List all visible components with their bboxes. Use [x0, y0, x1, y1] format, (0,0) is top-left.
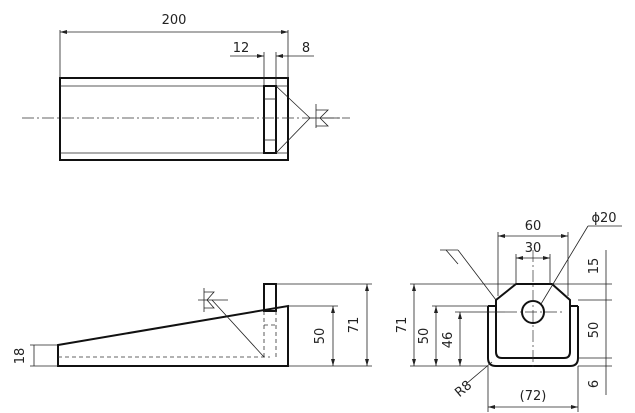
dim-r8: R8 [452, 378, 475, 401]
arrowhead [516, 256, 550, 260]
hole-leader [540, 225, 589, 305]
dim-200: 200 [162, 13, 187, 28]
top-view-outline [59, 77, 289, 161]
dim-71: 71 [347, 317, 362, 334]
dim-46: 46 [441, 332, 456, 349]
arrowhead [257, 54, 264, 58]
dim-71-left: 71 [395, 317, 410, 334]
top-view-weld-line [275, 117, 311, 154]
weld-symbol-icon [310, 104, 340, 128]
top-view-weld-line [275, 85, 311, 119]
radius-leader [465, 361, 493, 385]
dim-phi-20: ϕ20 [591, 211, 616, 226]
arrowhead [498, 234, 568, 238]
weld-symbol-icon [198, 288, 228, 312]
dim-15: 15 [587, 258, 602, 275]
dim-50-right: 50 [587, 322, 602, 339]
dim-72: (72) [520, 389, 547, 404]
arrowhead [434, 306, 438, 366]
arrowhead [331, 306, 335, 366]
side-view-tab [263, 283, 277, 312]
weld-leader [211, 299, 265, 358]
dim-6: 6 [587, 380, 602, 388]
end-view: 60 30 ϕ20 15 50 6 71 50 46 [395, 211, 622, 412]
arrowhead [276, 54, 283, 58]
weld-symbol-icon [440, 249, 497, 301]
dim-8: 8 [302, 41, 310, 56]
side-view: 18 50 71 [13, 283, 372, 367]
dim-30: 30 [525, 241, 542, 256]
top-view: 200 12 8 [22, 13, 350, 161]
dim-50-left: 50 [417, 328, 432, 345]
dim-12: 12 [233, 41, 250, 56]
dim-18: 18 [13, 348, 28, 365]
end-view-plate [495, 283, 571, 306]
top-view-end-tab [263, 85, 277, 154]
dim-60: 60 [525, 219, 542, 234]
dim-50: 50 [313, 328, 328, 345]
